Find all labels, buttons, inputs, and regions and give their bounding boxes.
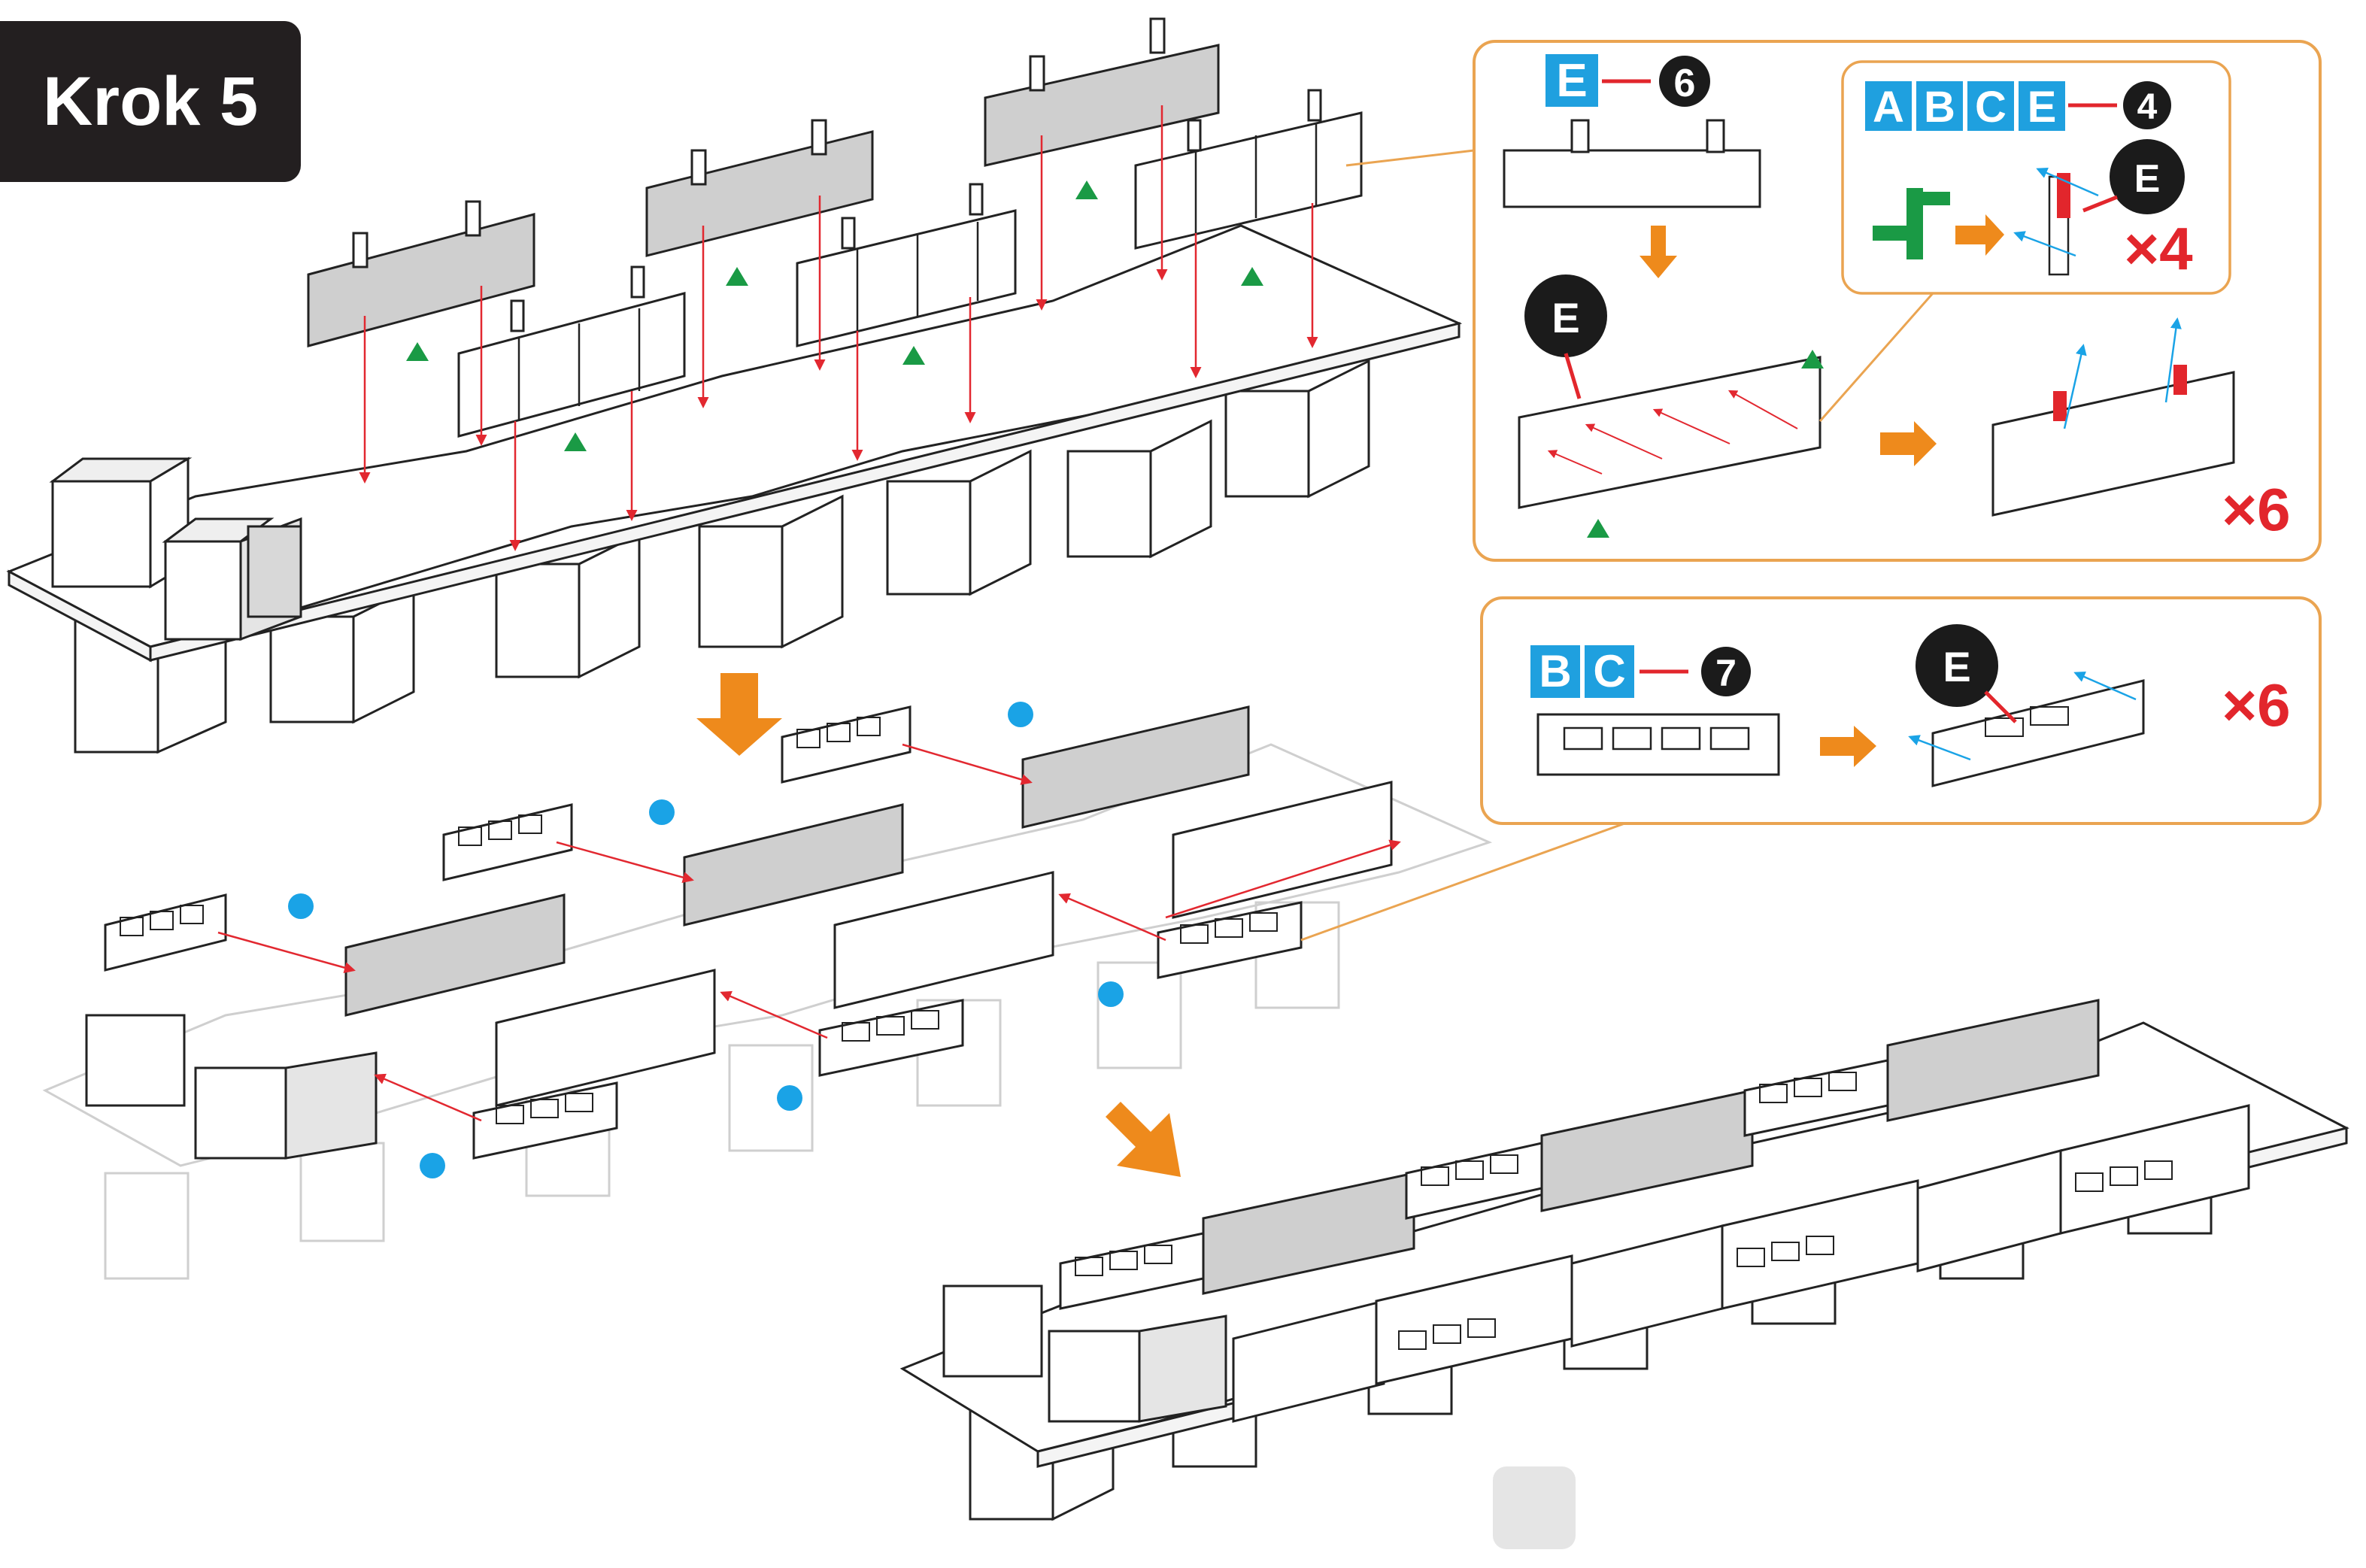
triangle-marker-icon <box>1241 267 1263 286</box>
step-label: Krok 5 <box>42 62 259 140</box>
callout-letter: E <box>1943 643 1970 690</box>
part-letter: B <box>1539 646 1571 696</box>
window-wall <box>781 705 912 784</box>
dot-marker-icon <box>420 1153 445 1178</box>
wall-frame <box>457 292 686 438</box>
instruction-panel-top: E 6 E ×6 <box>1345 40 2322 562</box>
part-letter: E <box>2028 83 2057 132</box>
multiplier-x6: ×6 <box>2222 672 2290 739</box>
triangle-marker-icon <box>1801 350 1824 368</box>
arrow-icon <box>1880 421 1937 466</box>
grey-panel <box>307 213 535 347</box>
part-letter: E <box>1556 55 1587 107</box>
wall-frame <box>1134 111 1363 250</box>
wall-frame <box>495 969 716 1107</box>
wall-frame <box>833 871 1054 1009</box>
wall-frame <box>796 209 1017 347</box>
top-guide-lines <box>359 105 1318 551</box>
final-assembly <box>899 999 2349 1521</box>
middle-assembly <box>42 702 1493 1280</box>
grey-panel <box>645 130 874 257</box>
part-letter: A <box>1873 83 1904 132</box>
part-letter: C <box>1593 646 1625 696</box>
top-assembly-parts <box>307 17 1363 438</box>
grey-panel <box>984 44 1220 167</box>
multiplier-x6: ×6 <box>2222 476 2290 543</box>
grey-panel <box>344 893 566 1017</box>
wall-frame <box>1172 781 1393 919</box>
part-number: 7 <box>1715 652 1737 694</box>
instruction-panel-mid: B C 7 E ×6 <box>1300 596 2322 942</box>
callout-letter: E <box>1552 294 1579 341</box>
part-letter: B <box>1924 83 1955 132</box>
callout-letter: E <box>2134 157 2161 201</box>
arrow-icon <box>1106 1102 1181 1177</box>
multiplier-x4: ×4 <box>2124 215 2193 282</box>
dot-marker-icon <box>1008 702 1033 727</box>
part-number: 4 <box>2137 87 2158 127</box>
triangle-marker-icon <box>564 432 587 451</box>
dot-marker-icon <box>777 1085 802 1111</box>
arrow-icons <box>696 673 1181 1177</box>
grey-panel <box>683 803 904 927</box>
window-wall <box>104 893 227 972</box>
part-number: 6 <box>1674 62 1696 105</box>
dot-marker-icon <box>288 893 314 919</box>
triangle-marker-icon <box>1075 180 1098 199</box>
window-wall <box>818 999 964 1077</box>
dot-marker-icon <box>649 799 675 825</box>
triangle-marker-icon <box>726 267 748 286</box>
step-badge: Krok 5 <box>0 21 301 182</box>
arrow-icon <box>1640 226 1677 278</box>
top-base-structure <box>6 224 1463 754</box>
triangle-marker-icon <box>1587 519 1609 538</box>
triangle-marker-icons <box>406 180 1263 451</box>
top-pillars <box>74 359 1370 754</box>
part-letter: C <box>1975 83 2007 132</box>
window-wall <box>442 803 573 881</box>
top-end-boxes <box>49 456 302 641</box>
final-windows <box>1075 1072 2173 1350</box>
part-label-e6: E 6 <box>1545 54 1710 107</box>
triangle-marker-icon <box>902 346 925 365</box>
arrow-icon <box>696 673 782 756</box>
triangle-marker-icon <box>406 342 429 361</box>
dot-marker-icon <box>1098 981 1124 1007</box>
detail-panel-abce4: A B C E 4 E ×4 <box>1818 60 2231 422</box>
grey-panel <box>1021 705 1250 829</box>
watermark-square <box>1493 1466 1576 1549</box>
arrow-icon <box>1955 214 2004 256</box>
arrow-icon <box>1820 726 1876 767</box>
